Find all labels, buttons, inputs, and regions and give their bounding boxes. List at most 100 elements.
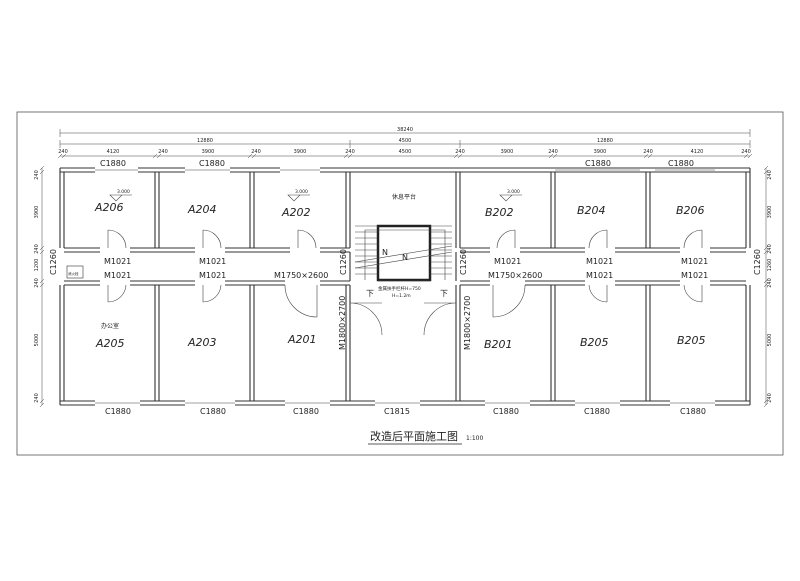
dimension-label: 4120	[691, 149, 704, 155]
window-label: C1880	[584, 407, 610, 416]
dimension-label: 3900	[34, 206, 40, 219]
dimension-tick	[343, 153, 349, 159]
door-label: M1021	[199, 257, 226, 266]
window-label: C1260	[49, 249, 58, 275]
office-label: 办公室	[101, 322, 119, 330]
walls	[59, 167, 751, 406]
dimension-tick	[643, 153, 649, 159]
dimension-label: 3900	[594, 149, 607, 155]
door-label: M1021	[199, 271, 226, 280]
window-label: C1880	[199, 159, 225, 168]
dimension-tick	[39, 402, 45, 408]
fire-hydrant-label: 消火栓	[68, 271, 79, 276]
room-label: A201	[287, 333, 317, 346]
door-label: M1800×2700	[463, 296, 472, 350]
dimension-tick	[763, 169, 769, 175]
dimension-tick	[747, 153, 753, 159]
door-label: M1800×2700	[338, 296, 347, 350]
left-dimensions: 240 3900 240 1200 240 5000 240	[34, 170, 40, 403]
room-label: B205	[677, 334, 706, 347]
dimension-label: 4500	[399, 138, 412, 144]
door-swings	[107, 229, 703, 336]
dimension-tick	[61, 153, 67, 159]
dimension-label: 5000	[767, 334, 773, 347]
stair-height-note: H=1.2m	[392, 293, 411, 299]
door-label: M1021	[681, 271, 708, 280]
window-label: C1880	[680, 407, 706, 416]
room-label: B206	[676, 204, 705, 217]
landing-label: 休息平台	[392, 193, 416, 201]
dimension-tick	[763, 165, 769, 171]
dimension-label: 3900	[501, 149, 514, 155]
window-label: C1880	[105, 407, 131, 416]
window-labels-side: C1260 C1260 C1260 C1260	[49, 249, 762, 275]
room-label: A203	[187, 336, 217, 349]
dimension-tick	[247, 153, 253, 159]
door-label: M1021	[586, 271, 613, 280]
door-label: M1750×2600	[274, 271, 328, 280]
dimension-label: 240	[741, 149, 751, 155]
dimension-label: 240	[767, 278, 773, 288]
window-label: C1260	[339, 249, 348, 275]
dimension-label: 240	[767, 170, 773, 180]
dimension-label: 240	[34, 278, 40, 288]
door-label: M1021	[494, 257, 521, 266]
window-label: C1880	[200, 407, 226, 416]
dimension-label: 240	[548, 149, 558, 155]
dimension-label: 12880	[597, 138, 613, 144]
room-labels-bottom: A205 A203 A201 B201 B205 B205	[95, 333, 706, 351]
window-label: C1260	[459, 249, 468, 275]
dimension-label: 3900	[294, 149, 307, 155]
dimension-label: 3900	[202, 149, 215, 155]
room-label: A206	[94, 201, 124, 214]
dimension-label: 4500	[399, 149, 412, 155]
dimension-label: 4120	[107, 149, 120, 155]
dimension-label: 240	[158, 149, 168, 155]
room-label: B204	[577, 204, 606, 217]
dimension-lines	[39, 129, 769, 408]
door-label: M1021	[104, 271, 131, 280]
room-label: A205	[95, 337, 125, 350]
dimension-tick	[39, 249, 45, 255]
dimension-label: 240	[767, 244, 773, 254]
window-labels-bottom: C1880 C1880 C1880 C1815 C1880 C1880 C188…	[105, 407, 706, 416]
dimension-tick	[347, 153, 353, 159]
dimension-label: 240	[643, 149, 653, 155]
dimension-tick	[453, 153, 459, 159]
window-label: C1880	[100, 159, 126, 168]
fire-hydrant-icon	[66, 265, 84, 279]
dimension-tick	[39, 282, 45, 288]
door-labels: M1021 M1021 M1021 M1021 M1021 M1021 M102…	[104, 257, 708, 350]
dimension-tick	[763, 278, 769, 284]
dimension-label: 240	[34, 170, 40, 180]
dimension-label: 1260	[767, 259, 773, 272]
dimension-label: 240	[345, 149, 355, 155]
dimension-tick	[763, 245, 769, 251]
right-dimensions: 240 3900 240 1260 240 5000 240	[767, 170, 773, 403]
stair-rail-note: 金属扶手栏杆H=750	[378, 285, 421, 292]
room-label: B201	[484, 338, 513, 351]
dimension-tick	[39, 169, 45, 175]
stair	[354, 224, 453, 282]
elevation-value: 3.000	[507, 189, 520, 195]
elevation-marks	[109, 194, 522, 202]
elevation-value: 3.000	[117, 189, 130, 195]
dimension-tick	[156, 153, 162, 159]
dimension-tick	[552, 153, 558, 159]
dimension-label: 240	[767, 393, 773, 403]
stair-down-label: 下	[440, 289, 448, 298]
dimension-tick	[548, 153, 554, 159]
dimension-label: 240	[34, 393, 40, 403]
door-label: M1021	[681, 257, 708, 266]
window-label: C1880	[585, 159, 611, 168]
dimension-tick	[251, 153, 257, 159]
dimension-tick	[763, 249, 769, 255]
room-label: A204	[187, 203, 217, 216]
dimension-label: 240	[58, 149, 68, 155]
dimension-label: 3900	[767, 206, 773, 219]
dimension-row-2: 12880 4500 12880	[197, 138, 613, 144]
window-label: C1260	[753, 249, 762, 275]
dimension-tick	[763, 402, 769, 408]
dimension-label: 240	[34, 244, 40, 254]
